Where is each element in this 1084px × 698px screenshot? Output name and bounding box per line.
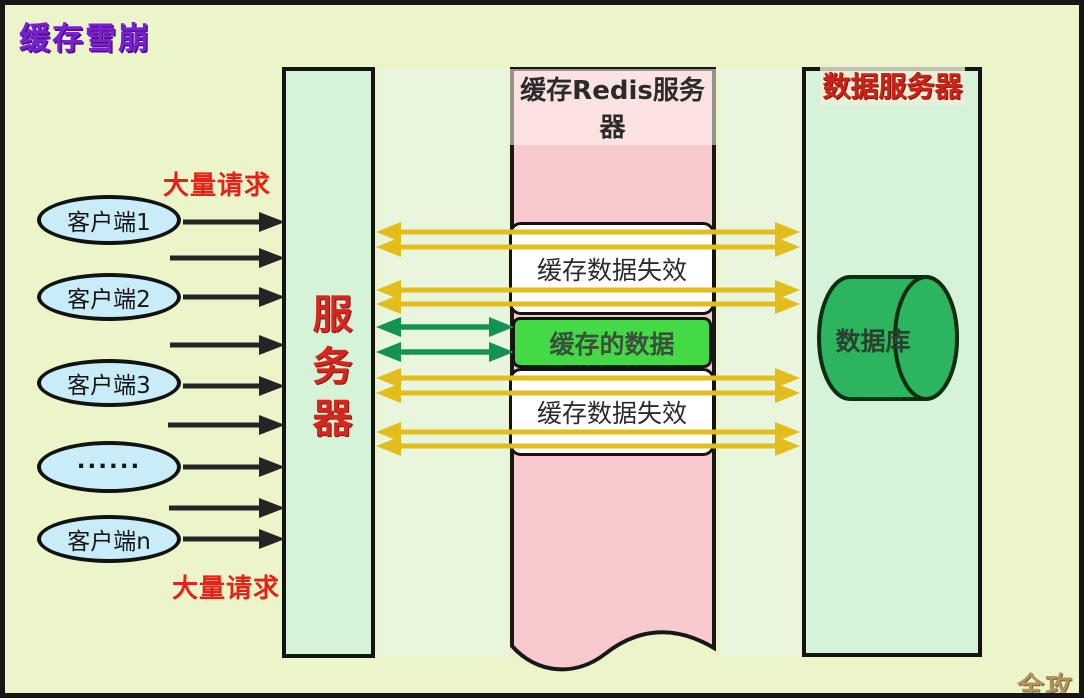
server-label: 服务器 bbox=[305, 293, 352, 449]
client-label: 客户端2 bbox=[67, 287, 151, 313]
server-bar: 服务器 bbox=[282, 67, 375, 658]
data-server-label: 数据服务器 bbox=[820, 65, 965, 105]
client-ellipse-dots: ...... bbox=[37, 441, 181, 493]
gap-strip-right bbox=[719, 69, 802, 657]
client-ellipse-3: 客户端3 bbox=[37, 359, 181, 407]
database-label: 数据库 bbox=[835, 327, 911, 356]
mass-requests-label-top: 大量请求 bbox=[163, 171, 272, 201]
client-label: 客户端n bbox=[67, 529, 151, 555]
client-ellipse-2: 客户端2 bbox=[37, 273, 181, 321]
gap-strip-left bbox=[379, 69, 508, 657]
cache-miss-arrows bbox=[376, 222, 800, 456]
arrow-layer bbox=[168, 212, 800, 549]
client-ellipse-1: 客户端1 bbox=[37, 195, 181, 245]
cache-hit-arrows bbox=[376, 317, 514, 362]
client-label: 客户端3 bbox=[67, 373, 151, 399]
mass-requests-label-bottom: 大量请求 bbox=[172, 574, 281, 604]
client-label: ...... bbox=[76, 448, 142, 474]
cached-data-box: 缓存的数据 bbox=[512, 317, 712, 368]
database-cylinder bbox=[817, 275, 959, 401]
diagram-title: 缓存雪崩 bbox=[19, 21, 151, 57]
client-label: 客户端1 bbox=[67, 210, 151, 236]
cache-invalid-label: 缓存数据失效 bbox=[536, 255, 687, 285]
client-request-arrows bbox=[168, 212, 285, 549]
cached-data-label: 缓存的数据 bbox=[549, 329, 675, 359]
redis-server-label: 缓存Redis服务器 bbox=[509, 69, 716, 145]
watermark: 全攻略 bbox=[1017, 672, 1073, 698]
client-ellipse-n: 客户端n bbox=[37, 515, 181, 563]
